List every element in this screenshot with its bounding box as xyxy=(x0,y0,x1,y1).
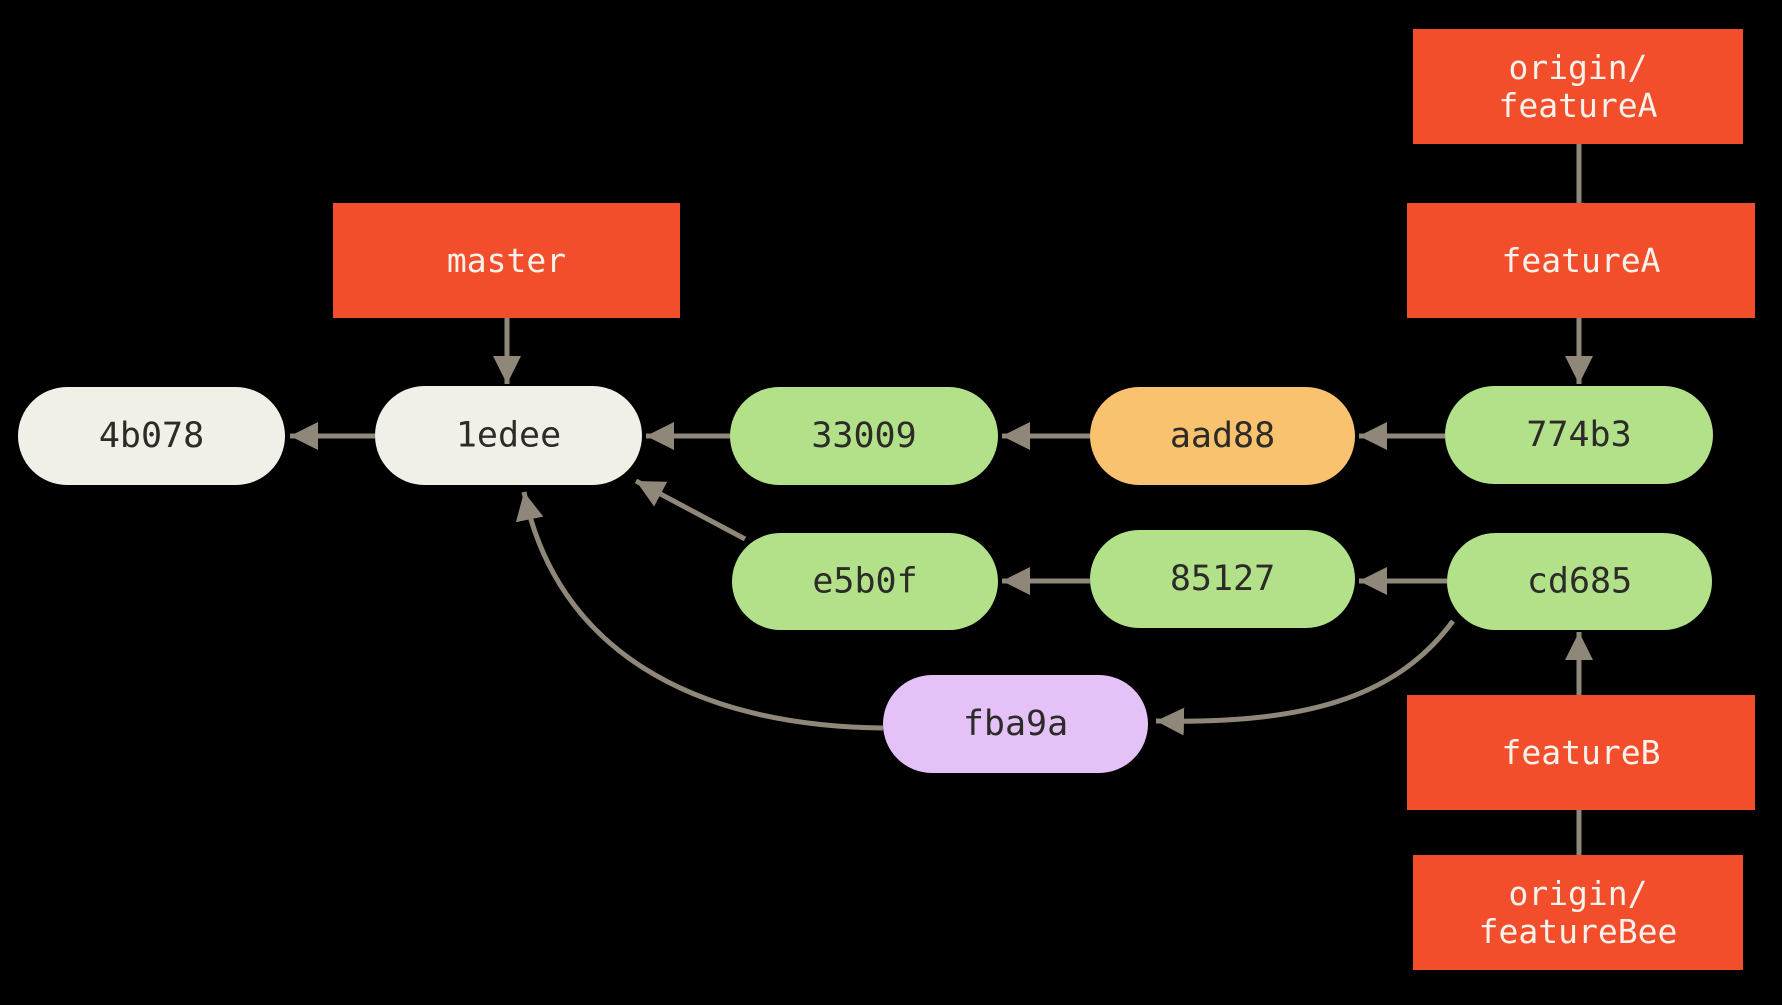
commit-label-4b078: 4b078 xyxy=(99,416,204,456)
branch-box-master xyxy=(333,203,680,318)
commit-label-85127: 85127 xyxy=(1170,559,1275,599)
branch-box-featureB xyxy=(1407,695,1755,810)
branch-label-origin-featureBee: origin/featureBee xyxy=(1413,855,1743,970)
commit-node-4b078: 4b078 xyxy=(18,387,285,485)
branch-label-featureB: featureB xyxy=(1407,695,1755,810)
commit-label-1edee: 1edee xyxy=(456,416,561,456)
commit-pill-4b078 xyxy=(18,387,285,485)
branch-label-origin-featureA: origin/featureA xyxy=(1413,29,1743,144)
branch-label-text-origin-featureA-line1: origin/ xyxy=(1508,48,1647,87)
branch-label-text-master: master xyxy=(447,241,566,280)
commit-pill-85127 xyxy=(1090,530,1355,628)
commit-node-fba9a: fba9a xyxy=(883,675,1148,773)
edge-cd685-to-fba9a xyxy=(1155,619,1456,736)
commit-pill-1edee xyxy=(375,386,642,485)
edge-e5b0f-to-1edee xyxy=(634,478,747,542)
branch-box-featureA xyxy=(1407,203,1755,318)
commit-label-fba9a: fba9a xyxy=(963,704,1068,744)
branch-label-text-featureA: featureA xyxy=(1502,241,1661,280)
commit-label-33009: 33009 xyxy=(811,416,916,456)
commit-label-cd685: cd685 xyxy=(1527,562,1632,602)
branch-label-text-featureB: featureB xyxy=(1502,733,1661,772)
branch-box-origin-featureBee xyxy=(1413,855,1743,970)
commit-pill-cd685 xyxy=(1447,533,1712,630)
branch-box-origin-featureA xyxy=(1413,29,1743,144)
commit-node-774b3: 774b3 xyxy=(1445,386,1713,484)
commit-node-cd685: cd685 xyxy=(1447,533,1712,630)
branch-label-text-origin-featureBee-line1: origin/ xyxy=(1508,874,1647,913)
commit-node-e5b0f: e5b0f xyxy=(732,533,998,630)
commit-pill-774b3 xyxy=(1445,386,1713,484)
branch-label-text-origin-featureA-line2: featureA xyxy=(1499,86,1658,125)
commit-pill-33009 xyxy=(730,387,998,485)
commit-pill-fba9a xyxy=(883,675,1148,773)
commit-label-e5b0f: e5b0f xyxy=(812,562,917,602)
branch-label-master: master xyxy=(333,203,680,318)
commit-pill-e5b0f xyxy=(732,533,998,630)
branch-label-text-origin-featureBee-line2: featureBee xyxy=(1479,912,1678,951)
branch-label-featureA: featureA xyxy=(1407,203,1755,318)
commit-label-774b3: 774b3 xyxy=(1526,415,1631,455)
edge-fba9a-to-1edee xyxy=(515,491,884,731)
commit-node-aad88: aad88 xyxy=(1090,387,1355,485)
commit-node-1edee: 1edee xyxy=(375,386,642,485)
commit-label-aad88: aad88 xyxy=(1170,416,1275,456)
commit-pill-aad88 xyxy=(1090,387,1355,485)
commit-node-33009: 33009 xyxy=(730,387,998,485)
commit-node-85127: 85127 xyxy=(1090,530,1355,628)
